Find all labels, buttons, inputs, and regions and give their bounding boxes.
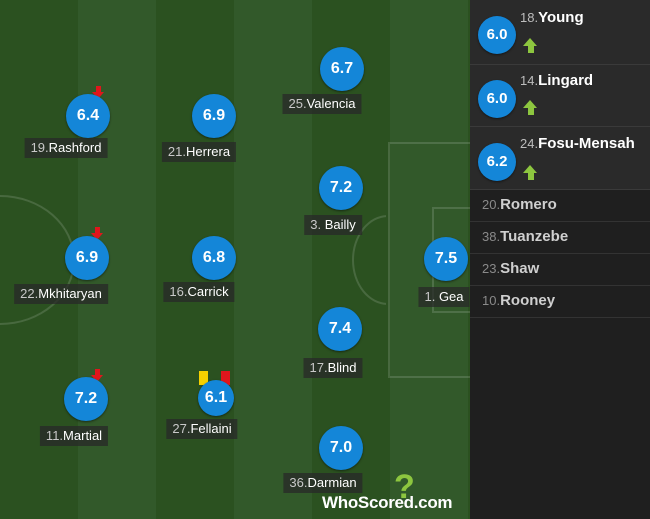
player-name[interactable]: 36.Darmian (283, 473, 363, 493)
unused-substitute[interactable]: 10.Rooney (470, 286, 650, 318)
substitute-rating: 6.0 (478, 80, 516, 118)
substitute-row[interactable]: 6.2 24.Fosu-Mensah (470, 127, 650, 190)
whoscored-logo: ? WhoScored.com (322, 470, 468, 516)
player-rating[interactable]: 6.9 (65, 236, 109, 280)
player-rating[interactable]: 7.2 (64, 377, 108, 421)
player-rating[interactable]: 7.4 (318, 307, 362, 351)
substitute-rating: 6.0 (478, 16, 516, 54)
player-name[interactable]: 11.Martial (39, 426, 109, 446)
substitute-name: 14.Lingard (520, 72, 594, 89)
substitute-row[interactable]: 6.0 18.Young (470, 0, 650, 65)
pitch: 6.4 19.Rashford 6.9 21.Herrera 6.7 25.Va… (0, 0, 470, 519)
player-name[interactable]: 21.Herrera (161, 142, 237, 162)
logo-mark: ? (394, 468, 415, 506)
player-rating[interactable]: 7.2 (319, 166, 363, 210)
player-name[interactable]: 1. Gea (418, 287, 470, 307)
player-name[interactable]: 3. Bailly (304, 215, 362, 235)
player-name[interactable]: 27.Fellaini (166, 419, 238, 439)
player-rating[interactable]: 6.8 (192, 236, 236, 280)
red-card-icon (221, 371, 230, 385)
player-name[interactable]: 19.Rashford (24, 138, 108, 158)
substitutes-panel: 6.0 18.Young 6.0 14.Lingard 6.2 24.Fosu-… (470, 0, 650, 519)
player-name[interactable]: 22.Mkhitaryan (14, 284, 108, 304)
player-rating[interactable]: 7.0 (319, 426, 363, 470)
penalty-box (388, 142, 470, 378)
player-rating[interactable]: 6.7 (320, 47, 364, 91)
centre-circle (0, 195, 75, 325)
substitute-rating: 6.2 (478, 143, 516, 181)
substitute-name: 18.Young (520, 9, 584, 26)
unused-substitute[interactable]: 23.Shaw (470, 254, 650, 286)
player-name[interactable]: 25.Valencia (282, 94, 362, 114)
player-name[interactable]: 16.Carrick (163, 282, 235, 302)
substitute-row[interactable]: 6.0 14.Lingard (470, 65, 650, 127)
player-rating[interactable]: 6.9 (192, 94, 236, 138)
player-rating[interactable]: 6.1 (198, 380, 234, 416)
unused-substitute[interactable]: 20.Romero (470, 190, 650, 222)
player-rating[interactable]: 6.4 (66, 94, 110, 138)
logo-text: WhoScored.com (322, 493, 453, 512)
substitute-name: 24.Fosu-Mensah (520, 135, 635, 152)
player-name[interactable]: 17.Blind (303, 358, 363, 378)
player-rating[interactable]: 7.5 (424, 237, 468, 281)
unused-substitute[interactable]: 38.Tuanzebe (470, 222, 650, 254)
yellow-card-icon (199, 371, 208, 385)
